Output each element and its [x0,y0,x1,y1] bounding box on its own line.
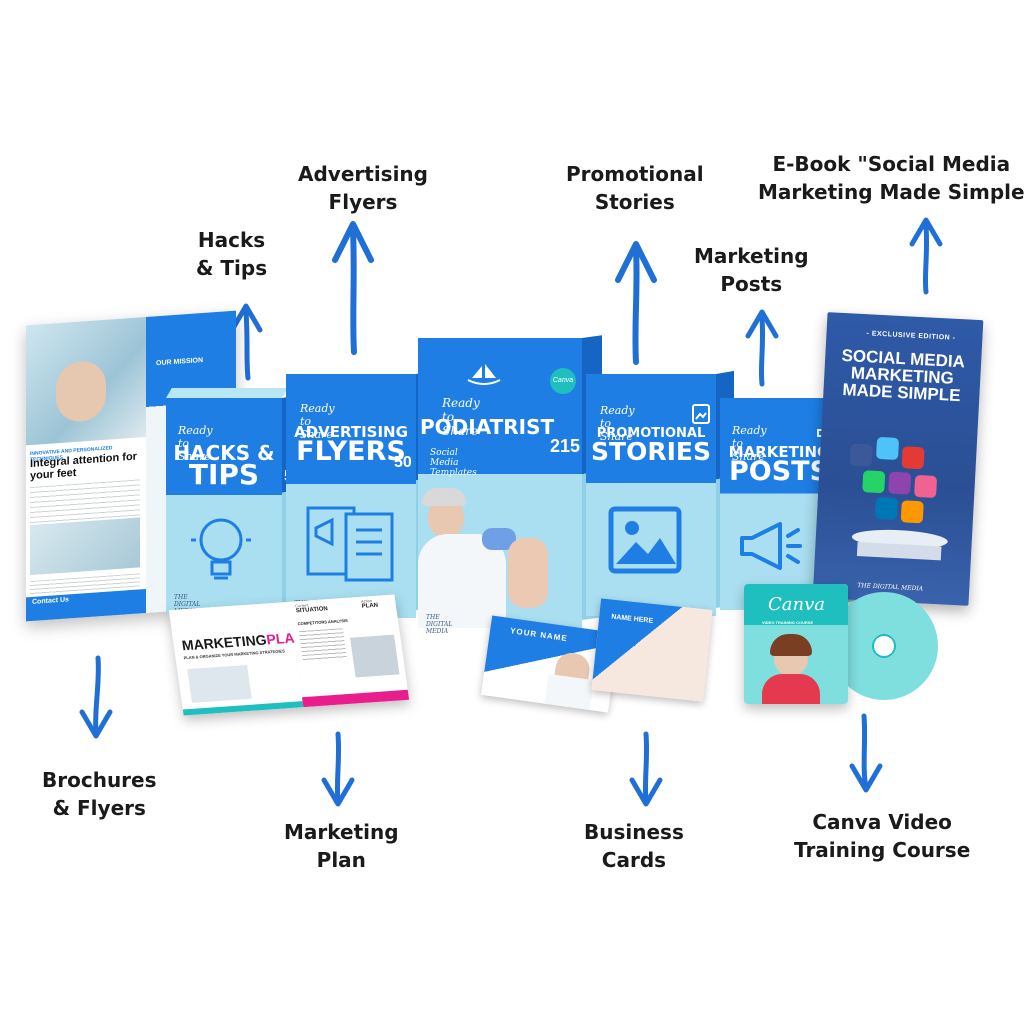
canva-badge: Canva [550,368,576,394]
marketing-plan-booklet: MARKETINGPLAN PLAN & ORGANIZE YOUR MARKE… [168,594,410,716]
arrow-up-icon [745,309,779,387]
podiatrist-subtitle: Social Media Templates [430,448,477,478]
instagram-icon [914,474,938,499]
doctor-hair [422,488,466,506]
podiatrist-count: 215 [550,436,581,456]
arrow-down-icon [629,731,663,807]
dvd-case: Canva VIDEO TRAINING COURSE [744,584,848,704]
megaphone-icon [740,522,802,570]
foot [508,538,548,608]
flyer-megaphone-icon [306,506,394,582]
whatsapp-icon [862,470,886,494]
image-icon [608,506,682,574]
dvd-disc [830,592,938,700]
podiatrist-title: PODIATRIST [420,415,555,439]
lightbulb-icon [191,518,251,580]
arrow-up-icon [615,241,657,365]
label-hacks-tips: Hacks& Tips [196,228,268,280]
viber-icon [888,471,912,495]
rss-icon [900,500,924,524]
facebook-icon [849,443,873,467]
arrow-up-icon [332,221,374,355]
label-brochures-flyers: Brochures& Flyers [42,768,157,820]
arrow-down-icon [849,713,883,793]
linkedin-icon [874,496,898,521]
photo-icon [692,404,710,424]
arrow-down-icon [79,655,113,739]
brochure-headline: Integral attention for your feet [30,450,137,482]
youtube-icon [901,446,925,470]
arrow-up-icon [229,303,263,381]
dvd-canva-brand: Canva [768,594,825,615]
boat-logo-icon [467,364,501,385]
brochure-mission: OUR MISSION [156,356,204,368]
twitter-icon [875,436,900,460]
arrow-down-icon [321,731,355,807]
glove [482,528,516,550]
hacks-tips-title: HACKS &TIPS [173,441,275,492]
ebook-edition: - EXCLUSIVE EDITION - [866,330,956,342]
business-card-back: NAME HERE CONTACTS [591,598,713,702]
arrow-up-icon [909,217,943,295]
